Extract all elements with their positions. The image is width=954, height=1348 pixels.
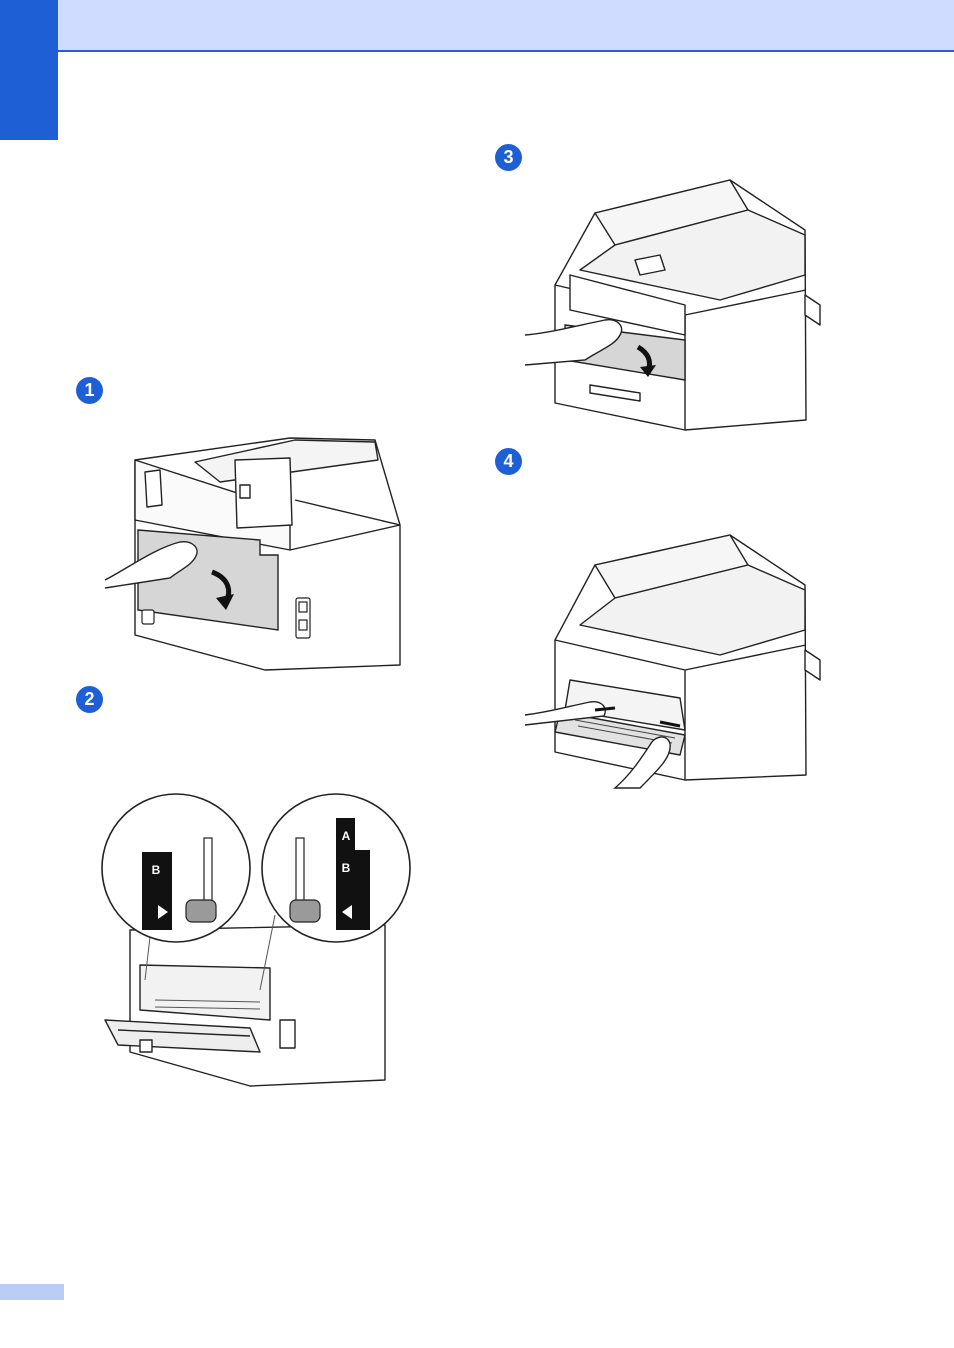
lever-label-b-right: B [342,861,351,875]
left-lever-icon [186,900,216,922]
lever-label-b-left: B [152,863,161,877]
footer-page-tab [0,1284,64,1300]
lever-label-a: A [342,829,351,843]
left-zoom-circle [102,794,250,942]
step-2-bullet: 2 [76,686,103,713]
chapter-tab [0,0,58,140]
header-band [0,0,954,52]
envelope-lever-illustration: B A B [100,790,412,1090]
step-4-bullet: 4 [495,448,522,475]
right-lever-icon [290,900,320,922]
manual-feed-illustration [520,530,830,792]
slide-arrow-left-icon [595,708,615,710]
front-cover-illustration [520,175,830,440]
step-3-bullet: 3 [495,144,522,171]
step-1-bullet: 1 [76,377,103,404]
rear-cover-illustration [100,430,410,675]
